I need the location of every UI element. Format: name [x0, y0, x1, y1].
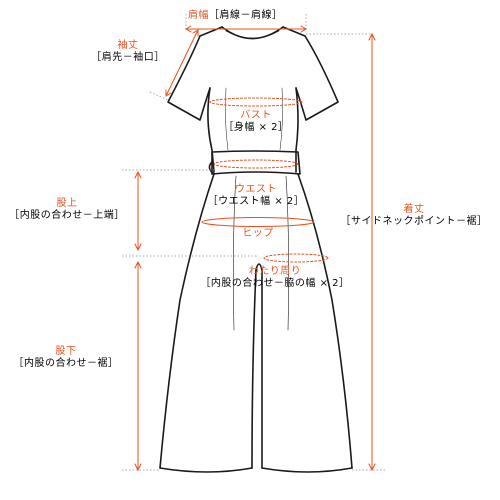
sleeve-guide — [165, 29, 199, 97]
left-shoulder — [199, 26, 223, 37]
shoulder-width-desc: ［肩線－肩線］ — [209, 10, 283, 21]
belt-left-end — [208, 161, 215, 175]
bodice-right — [295, 87, 299, 173]
bust-desc: ［身幅 × 2］ — [223, 122, 289, 133]
rise-label: 股上 ［内股の合わせ－上端］ — [2, 198, 132, 222]
rise-arrow-bottom — [134, 243, 142, 252]
waist-desc: ［ウエスト幅 × 2］ — [207, 196, 305, 207]
length-arrow-top — [368, 32, 376, 41]
sleeve-length-label: 袖丈 ［肩先－袖口］ — [80, 40, 176, 64]
thigh-desc: ［内股の合わせ－脇の幅 × 2］ — [200, 278, 350, 289]
bust-label: バスト ［身幅 × 2］ — [200, 110, 312, 134]
inseam-desc: ［内股の合わせ－裾］ — [13, 358, 119, 369]
guide-sleeve-end — [149, 91, 169, 101]
hip-title: ヒップ — [242, 228, 274, 239]
length-desc: ［サイドネックポイント－裾］ — [340, 216, 488, 227]
rise-arrow-top — [134, 170, 142, 179]
inseam-label: 股下 ［内股の合わせ－裾］ — [6, 346, 126, 370]
hip-label: ヒップ — [220, 228, 296, 240]
left-hem — [159, 467, 253, 473]
thigh-label: わたり周り ［内股の合わせ－脇の幅 × 2］ — [180, 266, 370, 290]
left-leg-inner — [251, 269, 257, 469]
bodice-left — [207, 87, 215, 173]
waist-title: ウエスト — [235, 184, 277, 195]
shoulder-width-label: 肩幅［肩線－肩線］ — [188, 10, 283, 22]
thigh-ellipse — [263, 253, 329, 263]
fold-2 — [285, 175, 289, 331]
length-arrow-bottom — [368, 463, 376, 472]
bust-title: バスト — [240, 110, 272, 121]
left-sleeve — [167, 35, 211, 121]
rise-title: 股上 — [56, 198, 78, 209]
hip-ellipse — [201, 217, 315, 227]
rise-desc: ［内股の合わせ－上端］ — [9, 210, 125, 221]
thigh-title: わたり周り — [248, 266, 302, 277]
length-title: 着丈 — [403, 204, 425, 215]
sleeve-arrow-bottom — [165, 89, 172, 97]
left-leg-outer — [159, 173, 215, 469]
right-hem — [261, 467, 353, 473]
right-leg-outer — [297, 173, 353, 469]
belt — [211, 150, 301, 175]
inseam-arrow-top — [134, 260, 142, 269]
inseam-title: 股下 — [55, 346, 77, 357]
fold-3 — [225, 87, 229, 151]
sleeve-arrow-top — [192, 29, 199, 37]
fold-1 — [233, 175, 237, 331]
fold-4 — [279, 87, 283, 151]
sleeve-length-desc: ［肩先－袖口］ — [91, 52, 165, 63]
crotch — [255, 263, 263, 271]
waist-ellipse — [213, 159, 299, 169]
bust-ellipse — [209, 97, 303, 107]
inseam-arrow-bottom — [134, 463, 142, 472]
neck-inner — [225, 30, 280, 39]
shoulder-width-title: 肩幅 — [188, 10, 209, 21]
sleeve-length-title: 袖丈 — [117, 40, 139, 51]
right-sleeve — [295, 35, 339, 121]
waist-label: ウエスト ［ウエスト幅 × 2］ — [196, 184, 316, 208]
length-label: 着丈 ［サイドネックポイント－裾］ — [328, 204, 500, 228]
